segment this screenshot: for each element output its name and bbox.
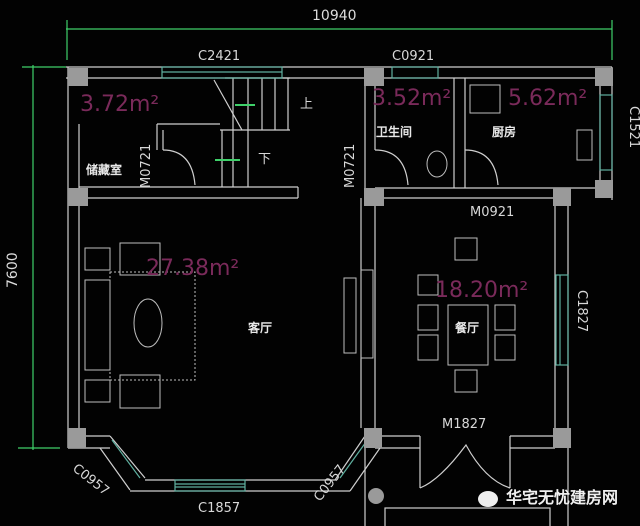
furniture xyxy=(84,84,593,409)
width-dimension: 10940 xyxy=(312,8,357,24)
area-storage: 3.72m² xyxy=(80,92,160,117)
wechat-icon xyxy=(478,490,498,507)
area-bathroom: 3.52m² xyxy=(372,86,452,111)
window-label-c1521: C1521 xyxy=(626,106,640,149)
window-label-c2421: C2421 xyxy=(198,49,241,64)
door-swings xyxy=(162,149,511,489)
window-label-c0921: C0921 xyxy=(392,49,435,64)
door-label-storage: M0721 xyxy=(139,143,154,188)
stair-up-label: 上 xyxy=(300,97,314,112)
area-living: 27.38m² xyxy=(146,256,240,281)
stair-down-label: 下 xyxy=(258,152,272,167)
room-storage: 储藏室 xyxy=(86,163,123,177)
walls xyxy=(66,66,613,526)
dimension-lines xyxy=(18,20,613,450)
window-label-c1857: C1857 xyxy=(198,501,241,516)
area-dining: 18.20m² xyxy=(435,278,529,303)
window-label-c1827: C1827 xyxy=(574,290,589,333)
stair-arrows xyxy=(215,104,255,161)
room-living: 客厅 xyxy=(248,321,273,335)
room-kitchen: 厨房 xyxy=(492,125,517,139)
door-label-entrance: M1827 xyxy=(442,417,487,432)
room-dining: 餐厅 xyxy=(455,321,480,335)
columns xyxy=(68,68,613,504)
stairs xyxy=(213,77,290,187)
area-kitchen: 5.62m² xyxy=(508,86,588,111)
door-label-bathroom: M0721 xyxy=(343,143,358,188)
door-label-kitchen: M0921 xyxy=(470,205,515,220)
windows xyxy=(111,66,613,492)
watermark-text: 华宅无忧建房网 xyxy=(506,488,619,507)
room-bathroom: 卫生间 xyxy=(376,125,413,139)
height-dimension: 7600 xyxy=(5,252,21,288)
watermark: 华宅无忧建房网 xyxy=(478,484,618,508)
